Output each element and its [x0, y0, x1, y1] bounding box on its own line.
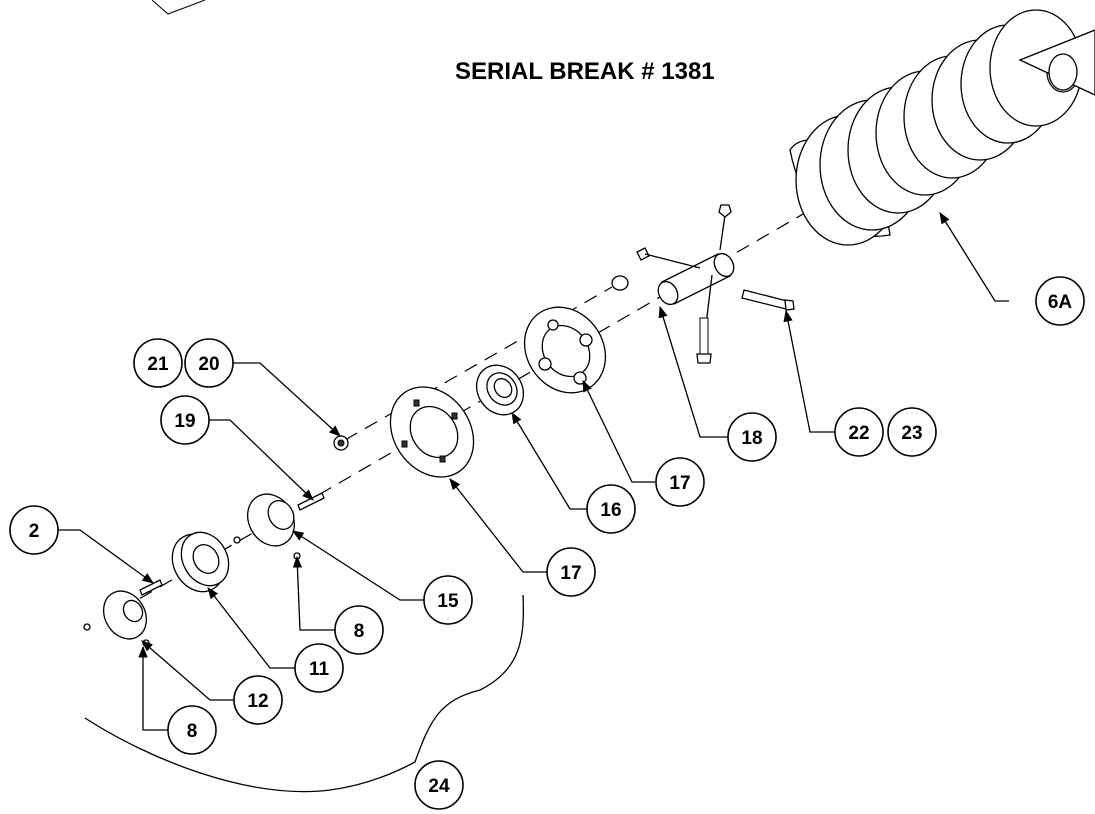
svg-text:15: 15 — [437, 591, 459, 612]
svg-text:6A: 6A — [1048, 292, 1073, 313]
svg-text:2: 2 — [29, 521, 40, 542]
shaft-centerline — [119, 209, 811, 611]
svg-text:19: 19 — [174, 411, 195, 432]
callout-2: 2 — [9, 505, 59, 555]
flange-bearing-lower — [389, 386, 475, 478]
sprocket-upper — [233, 492, 325, 560]
partial-box-shape — [151, 0, 206, 15]
bolt-set — [611, 204, 795, 364]
callout-17-upper: 17 — [655, 457, 705, 507]
svg-text:12: 12 — [247, 691, 268, 712]
callout-12: 12 — [233, 675, 283, 725]
svg-text:24: 24 — [428, 776, 450, 797]
svg-text:8: 8 — [354, 621, 365, 642]
serial-break-title: SERIAL BREAK # 1381 — [455, 58, 715, 85]
chain-coupler — [171, 531, 230, 593]
callout-6a: 6A — [1035, 276, 1085, 326]
auger-flighting — [789, 9, 1095, 246]
svg-text:23: 23 — [901, 423, 922, 444]
svg-text:17: 17 — [560, 563, 581, 584]
svg-text:22: 22 — [848, 423, 869, 444]
svg-text:17: 17 — [669, 473, 690, 494]
svg-text:16: 16 — [600, 500, 621, 521]
bearing-insert — [475, 364, 525, 416]
assembly-brace — [84, 594, 525, 793]
callout-23: 23 — [887, 407, 937, 457]
callout-24: 24 — [414, 760, 464, 810]
shaft-part — [657, 252, 735, 306]
svg-text:18: 18 — [741, 428, 762, 449]
callout-8-upper: 8 — [334, 605, 384, 655]
sprocket-lower — [83, 579, 163, 647]
hex-nut — [333, 435, 349, 451]
callout-18: 18 — [727, 412, 777, 462]
callout-16: 16 — [586, 484, 636, 534]
leader-lines — [58, 212, 1009, 731]
callout-21: 21 — [133, 338, 183, 388]
callout-15: 15 — [423, 575, 473, 625]
svg-text:21: 21 — [147, 354, 169, 375]
callout-17-lower: 17 — [546, 547, 596, 597]
callout-8-lower: 8 — [167, 705, 217, 755]
callout-20: 20 — [184, 338, 234, 388]
flange-bearing-upper — [523, 306, 607, 394]
svg-text:20: 20 — [198, 354, 219, 375]
callout-11: 11 — [294, 643, 344, 693]
svg-text:8: 8 — [187, 721, 198, 742]
callout-19: 19 — [160, 395, 210, 445]
callout-22: 22 — [834, 407, 884, 457]
svg-text:11: 11 — [309, 659, 330, 680]
